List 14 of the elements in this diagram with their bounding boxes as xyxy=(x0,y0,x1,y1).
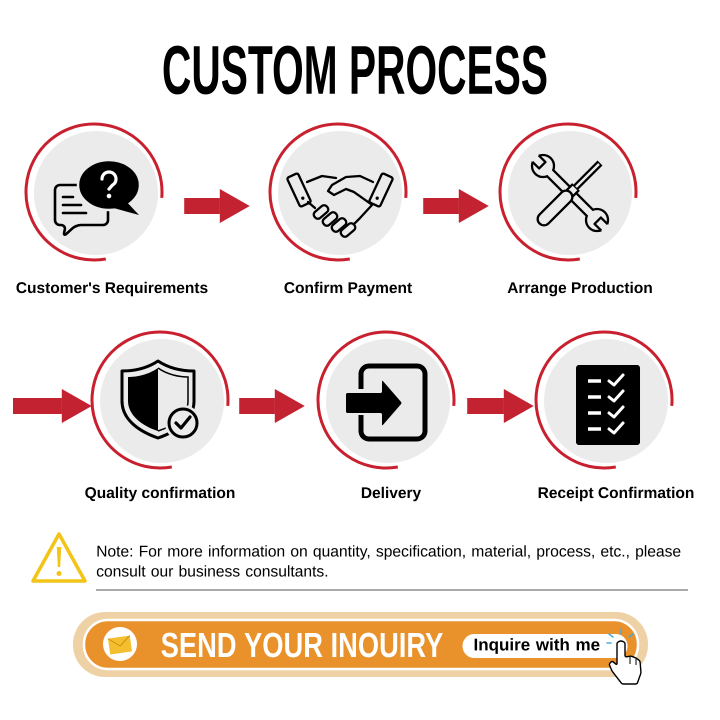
step-label: Delivery xyxy=(362,486,422,502)
step-label: Receipt Confirmation xyxy=(538,486,694,502)
step-label: Arrange Production xyxy=(508,282,652,296)
note-text: Note: For more information on quantity, specification, material, process, etc., please consult our business consultants. xyxy=(96,545,680,577)
arrow xyxy=(184,189,250,223)
step-label: Confirm Payment xyxy=(284,282,412,296)
step-label: Quality confirmation xyxy=(85,486,234,502)
arrow xyxy=(13,389,92,423)
step-label: Customer's Requirements xyxy=(16,282,208,296)
arrow xyxy=(239,389,305,423)
arrow xyxy=(423,189,489,223)
inquire-button: Inquire with me xyxy=(462,634,628,658)
arrow xyxy=(467,389,534,423)
title: CUSTOM PROCESS xyxy=(164,46,546,94)
